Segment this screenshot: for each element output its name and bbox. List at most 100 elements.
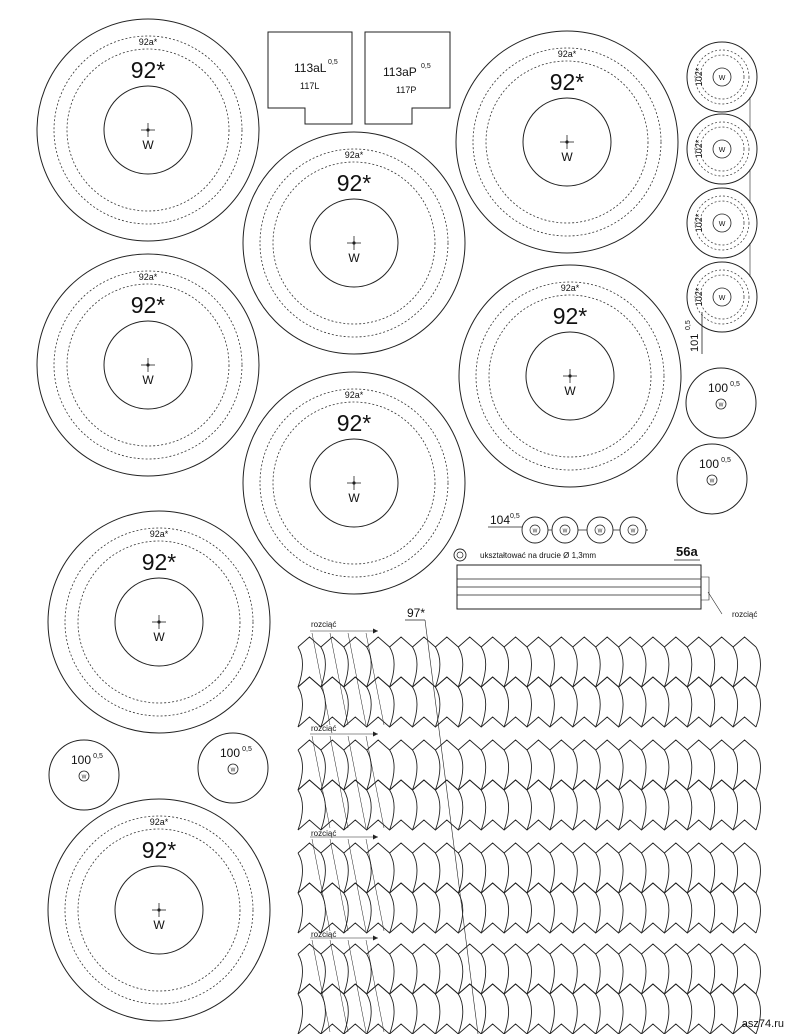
- small-wheel-102: W 102*: [686, 261, 758, 333]
- wheel-hub-label: W: [142, 138, 154, 152]
- wheel-inner-label: 92a*: [561, 283, 580, 293]
- track-97: 97* rozciąć rozciąć rozciąć rozciąć: [297, 606, 761, 1034]
- part-56a-note: ukształtować na drucie Ø 1,3mm: [480, 551, 596, 560]
- wheel-hub-label: W: [142, 373, 154, 387]
- tab-113ap: 113aP 0,5 117P: [364, 31, 451, 125]
- small-wheel-label: 102*: [694, 213, 704, 232]
- small-wheel-hub: W: [719, 221, 726, 228]
- wheel-hub-label: W: [348, 251, 360, 265]
- small-wheel-102: W 102*: [686, 41, 758, 131]
- wheel-92: 92a* 92* W: [455, 30, 679, 254]
- roller-hub: W: [231, 768, 236, 774]
- roller-hub: W: [82, 775, 87, 781]
- tab-113al-label: 113aL: [294, 61, 327, 75]
- wheel-part-label: 92*: [553, 303, 588, 329]
- part-56a: ukształtować na drucie Ø 1,3mm 56a rozci…: [453, 544, 757, 619]
- small-wheel-hub: W: [719, 75, 726, 82]
- part-56a-cut: rozciąć: [732, 610, 757, 619]
- tab-113ap-label: 113aP: [383, 65, 417, 79]
- wheel-92: 92a* 92* W: [36, 253, 260, 477]
- wheel-part-label: 92*: [550, 69, 585, 95]
- wheel-inner-label: 92a*: [150, 529, 169, 539]
- wheel-hub-label: W: [564, 384, 576, 398]
- wheel-part-label: 92*: [131, 57, 166, 83]
- small-wheel-parts: W 102* W 102* W 102* W 102*: [686, 41, 758, 333]
- chain-link-hub: W: [598, 529, 603, 535]
- track-cut-4: rozciąć: [311, 930, 336, 939]
- tab-113al-sub: 117L: [300, 81, 319, 91]
- track-strip: [297, 935, 761, 1034]
- strip-101-sup: 0,5: [685, 320, 692, 330]
- roller-label: 100: [71, 753, 91, 767]
- track-cut-3: rozciąć: [311, 829, 336, 838]
- wheel-92: 92a* 92* W: [242, 371, 466, 595]
- part-56a-label: 56a: [676, 544, 698, 559]
- small-wheel-102: W 102*: [686, 113, 758, 203]
- wheel-hub-label: W: [153, 918, 165, 932]
- track-strip: [297, 628, 761, 728]
- track-cut-1: rozciąć: [311, 620, 336, 629]
- wheel-92: 92a* 92* W: [47, 510, 271, 734]
- wheel-parts: 92a* 92* W 92a* 92* W 92a* 92* W 92a* 92* W 92a* 92* W…: [36, 18, 682, 1022]
- small-wheel-label: 102*: [694, 139, 704, 158]
- roller-hub: W: [719, 403, 724, 409]
- chain-link: [521, 516, 549, 544]
- roller-sup: 0,5: [242, 746, 252, 753]
- wheel-inner-label: 92a*: [558, 49, 577, 59]
- chain-link: [551, 516, 579, 544]
- wheel-part-label: 92*: [337, 410, 372, 436]
- roller-sup: 0,5: [721, 457, 731, 464]
- wheel-hub-label: W: [153, 630, 165, 644]
- tab-113ap-sub: 117P: [396, 85, 416, 95]
- wheel-92: 92a* 92* W: [458, 264, 682, 488]
- small-wheel-label: 102*: [694, 67, 704, 86]
- wheel-92: 92a* 92* W: [36, 18, 260, 242]
- track-97-label: 97*: [407, 606, 425, 620]
- chain-104-label: 104: [490, 513, 510, 527]
- roller-sup: 0,5: [93, 753, 103, 760]
- roller-label: 100: [220, 746, 240, 760]
- wheel-hub-label: W: [348, 491, 360, 505]
- wheel-part-label: 92*: [131, 292, 166, 318]
- tab-113ap-sup: 0,5: [421, 63, 431, 70]
- tab-113al: 113aL 0,5 117L: [267, 31, 353, 125]
- wheel-part-label: 92*: [142, 837, 177, 863]
- chain-link-hub: W: [533, 529, 538, 535]
- tab-113al-sup: 0,5: [328, 59, 338, 66]
- roller-sup: 0,5: [730, 381, 740, 388]
- wheel-inner-label: 92a*: [345, 150, 364, 160]
- roller-label: 100: [699, 457, 719, 471]
- wheel-inner-label: 92a*: [345, 390, 364, 400]
- chain-link: [586, 516, 614, 544]
- track-strip: [297, 731, 761, 831]
- small-wheel-label: 102*: [694, 287, 704, 306]
- strip-101: 101 0,5: [685, 312, 703, 354]
- chain-104-sup: 0,5: [510, 513, 520, 520]
- wheel-92: 92a* 92* W: [47, 798, 271, 1022]
- chain-link-hub: W: [563, 529, 568, 535]
- wheel-hub-label: W: [561, 150, 573, 164]
- small-wheel-102: W 102*: [686, 187, 758, 277]
- track-strip: [297, 834, 761, 934]
- wheel-part-label: 92*: [142, 549, 177, 575]
- watermark: asz74.ru: [741, 1018, 784, 1030]
- roller-hub: W: [710, 479, 715, 485]
- wheel-inner-label: 92a*: [139, 272, 158, 282]
- wheel-part-label: 92*: [337, 170, 372, 196]
- wheel-inner-label: 92a*: [139, 37, 158, 47]
- wheel-92: 92a* 92* W: [242, 131, 466, 355]
- small-wheel-hub: W: [719, 147, 726, 154]
- small-wheel-hub: W: [719, 295, 726, 302]
- strip-101-label: 101: [689, 334, 701, 352]
- track-cut-2: rozciąć: [311, 724, 336, 733]
- roller-label: 100: [708, 381, 728, 395]
- wheel-inner-label: 92a*: [150, 817, 169, 827]
- chain-link: [619, 516, 647, 544]
